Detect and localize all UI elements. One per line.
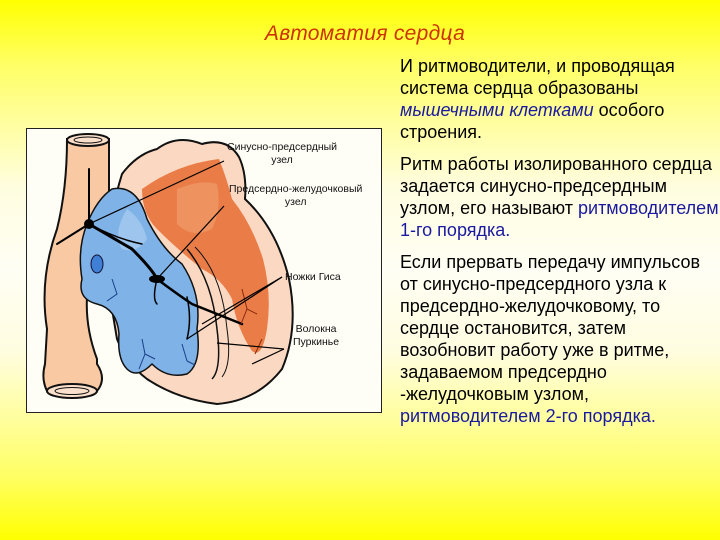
paragraph-1: И ритмоводители, и проводящая система се… <box>400 55 720 143</box>
para1-text-end: особого строения. <box>400 100 665 142</box>
para1-highlight: мышечными клетками <box>400 100 594 120</box>
body-text: И ритмоводители, и проводящая система се… <box>400 55 720 437</box>
label-av-node: Предсердно-желудочковый узел <box>229 183 362 209</box>
label-purkinje-line1: Волокна <box>295 323 337 335</box>
label-sa-node-line2: узел <box>271 154 293 166</box>
label-av-node-line1: Предсердно-желудочковый <box>229 183 363 195</box>
label-his-bundle: Ножки Гиса <box>285 271 341 283</box>
label-purkinje-line2: Пуркинье <box>293 336 340 348</box>
label-purkinje: Волокна Пуркинье <box>293 323 339 349</box>
para2-text: Ритм работы изолированного сердца задает… <box>400 154 712 218</box>
slide-title: Автоматия сердца <box>264 22 466 45</box>
label-av-node-line2: узел <box>284 196 307 208</box>
para2-highlight: ритмоводителем 1-го порядка. <box>400 198 719 240</box>
para3-highlight: ритмоводителем 2-го порядка. <box>400 406 656 426</box>
para3-text: Если прервать передачу импульсов от сину… <box>400 252 701 404</box>
paragraph-3: Если прервать передачу импульсов от сину… <box>400 251 720 427</box>
label-sa-node-line1: Синусно-предсердный <box>227 141 338 153</box>
heart-conduction-diagram: Синусно-предсердный узел Предсердно-желу… <box>26 128 382 413</box>
para1-text: И ритмоводители, и проводящая система се… <box>400 56 675 98</box>
paragraph-2: Ритм работы изолированного сердца задает… <box>400 153 720 241</box>
label-sa-node: Синусно-предсердный узел <box>227 141 337 167</box>
heart-illustration <box>42 133 294 406</box>
